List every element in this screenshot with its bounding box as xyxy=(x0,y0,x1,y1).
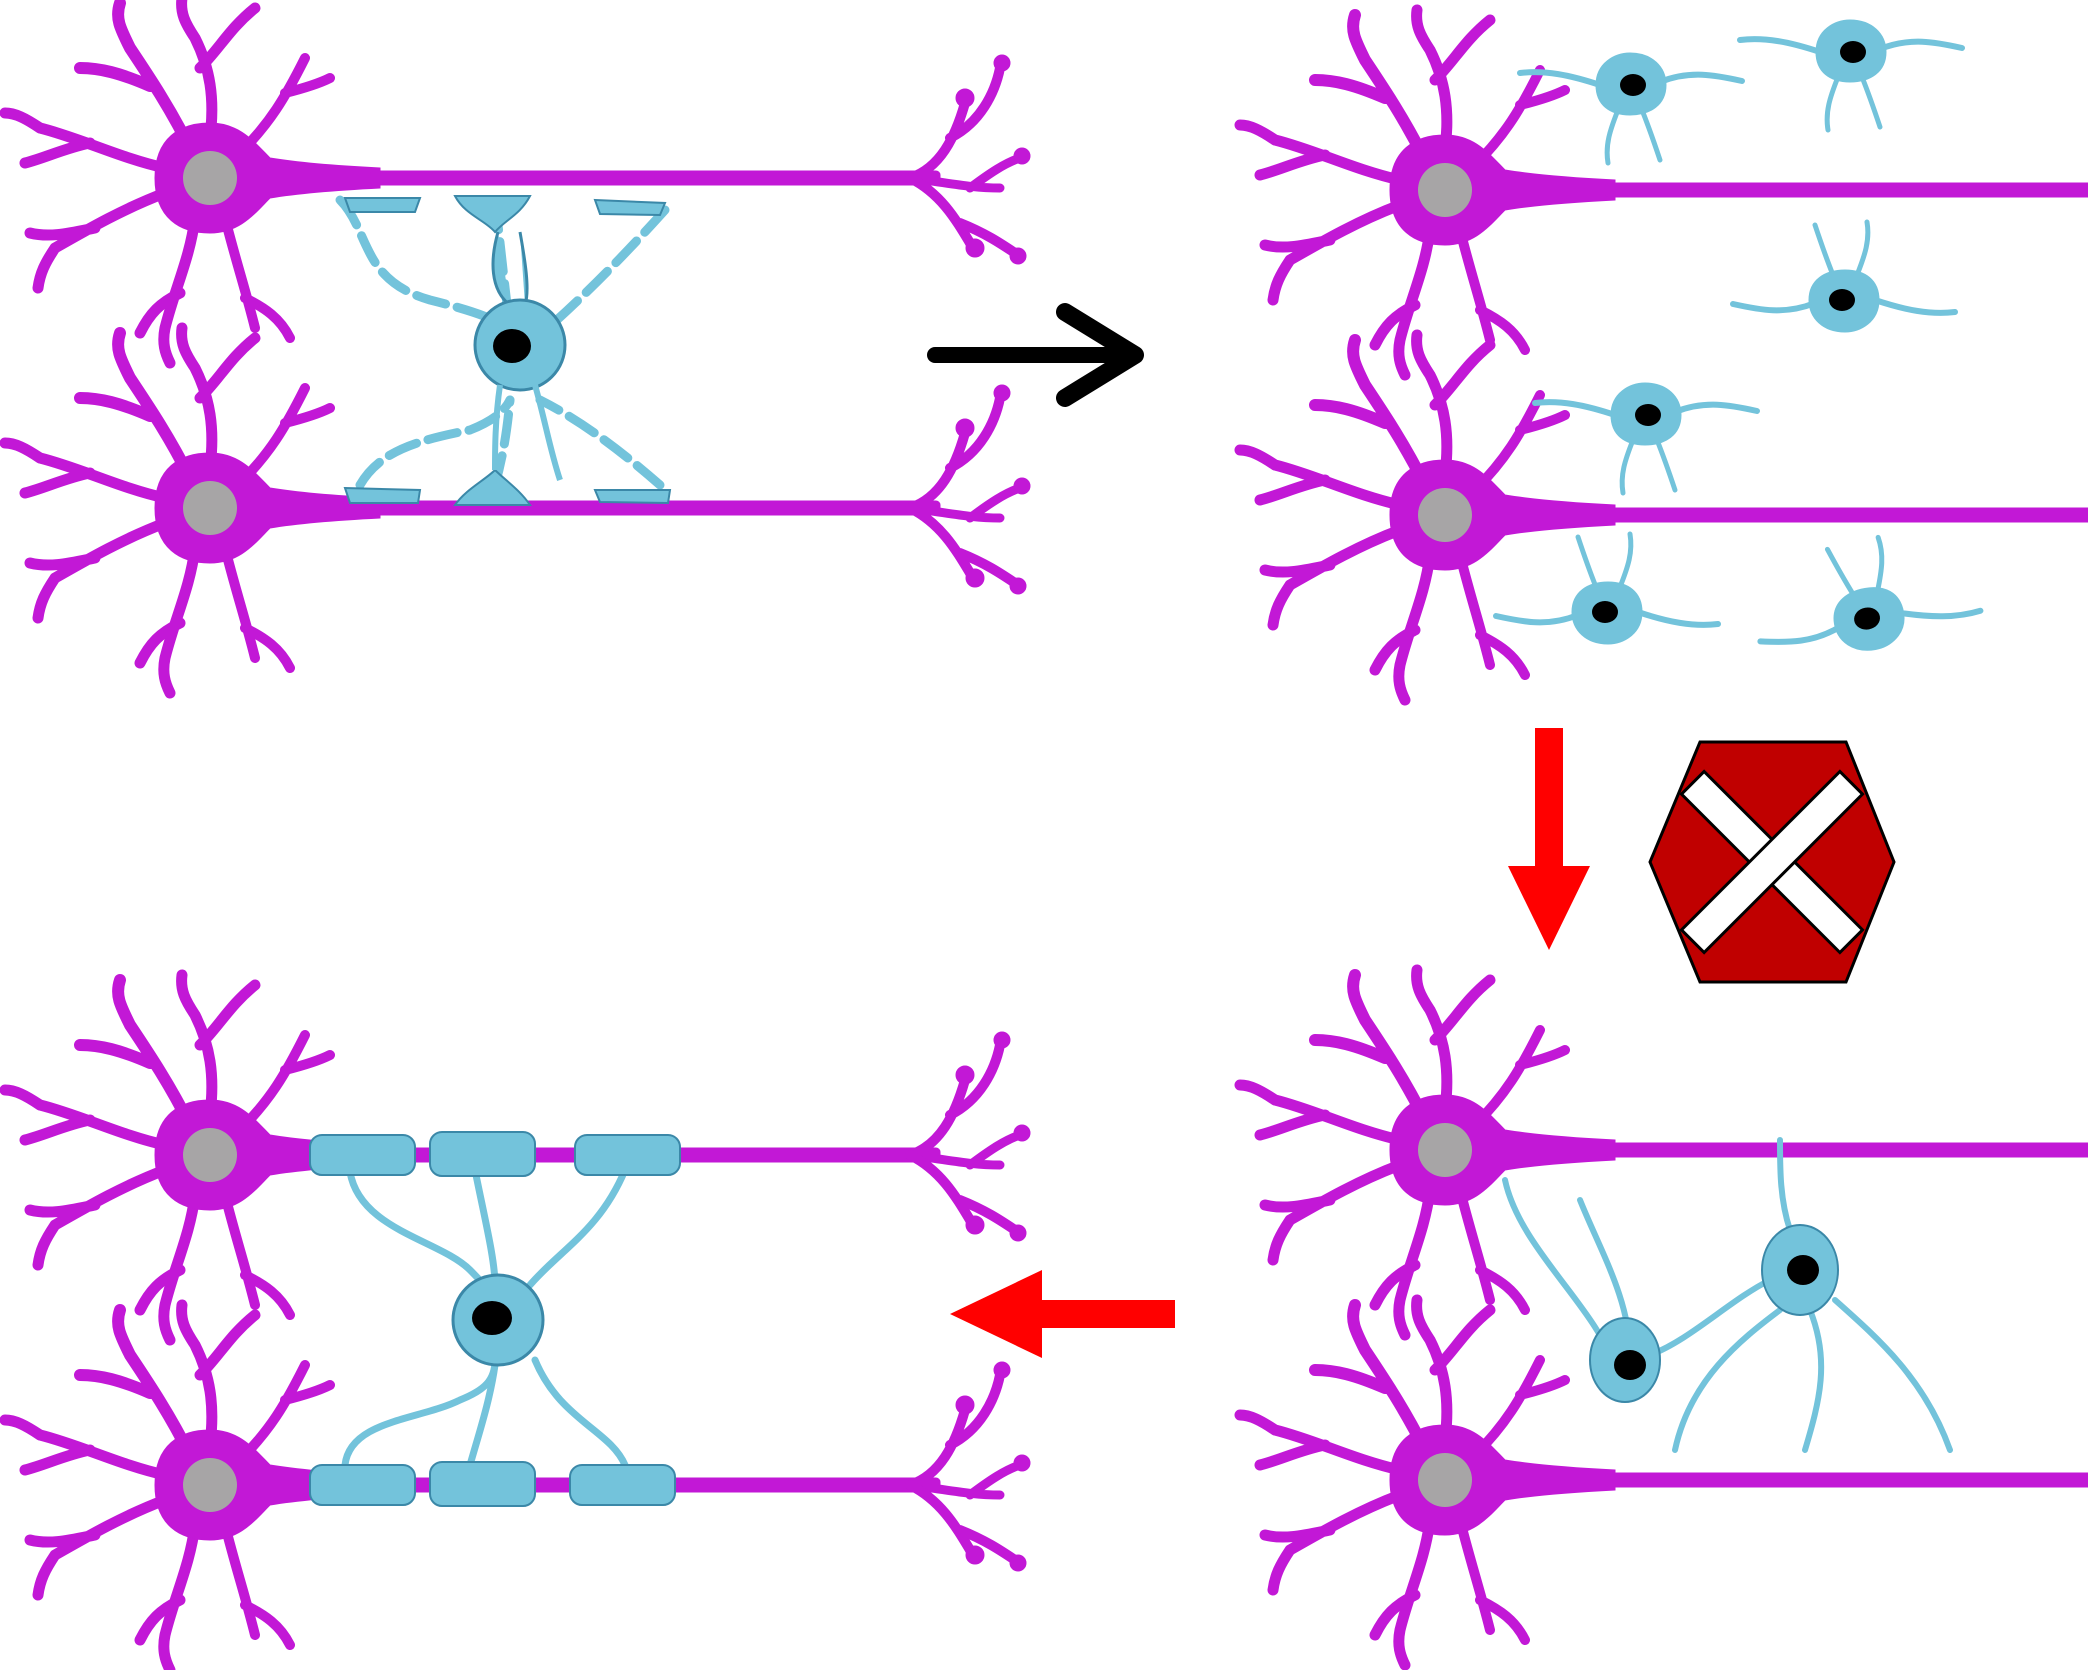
neuron-top xyxy=(1240,970,2088,1335)
arrow-left xyxy=(950,1270,1175,1358)
glia-cell xyxy=(1746,522,1984,669)
stop-x-icon xyxy=(1648,740,1896,984)
panel-demyelinated xyxy=(1240,10,2088,700)
glia-nucleus xyxy=(472,1301,512,1335)
glia-cell xyxy=(1496,534,1718,644)
glia-oligodendrocyte xyxy=(335,195,672,506)
glia-cell xyxy=(1733,222,1955,332)
glia-nucleus xyxy=(493,329,531,363)
neuron-top xyxy=(5,975,1030,1340)
neuron-bottom xyxy=(1240,335,2088,700)
glia-cell xyxy=(1520,53,1742,163)
neuron-nucleus xyxy=(183,1458,237,1512)
glia-nucleus xyxy=(1787,1255,1819,1285)
neuron-nucleus xyxy=(183,1128,237,1182)
myelin-segment xyxy=(429,1131,536,1177)
glia-myelinating xyxy=(309,1131,681,1507)
neuron-bottom xyxy=(5,1305,1030,1670)
neuron-nucleus xyxy=(1418,1453,1472,1507)
arrow-down xyxy=(1508,728,1590,950)
neuron-bottom xyxy=(5,328,1030,693)
neuron-top xyxy=(1240,10,2088,375)
myelin-segment xyxy=(574,1134,681,1176)
glia-cells-stalled xyxy=(1502,1137,1953,1453)
glia-cell xyxy=(1740,20,1962,130)
panel-healthy xyxy=(5,0,1030,693)
myelin-segment xyxy=(569,1464,676,1506)
neuron-bottom xyxy=(1240,1300,2088,1665)
glia-nucleus xyxy=(1614,1350,1646,1380)
myelin-segment xyxy=(309,1464,416,1506)
neuron-nucleus xyxy=(1418,163,1472,217)
arrow-right xyxy=(927,303,1144,407)
neuron-nucleus xyxy=(1418,1123,1472,1177)
neuron-nucleus xyxy=(183,151,237,205)
panel-remyelinated xyxy=(5,975,1030,1670)
myelin-segment xyxy=(429,1461,536,1507)
neuron-nucleus xyxy=(183,481,237,535)
neuron-top xyxy=(5,0,1030,363)
panel-remyelination-blocked xyxy=(1240,970,2088,1665)
neuron-nucleus xyxy=(1418,488,1472,542)
glia-cell xyxy=(1535,383,1757,493)
myelin-segment xyxy=(309,1134,416,1176)
glia-cells-detached xyxy=(1496,20,1984,669)
